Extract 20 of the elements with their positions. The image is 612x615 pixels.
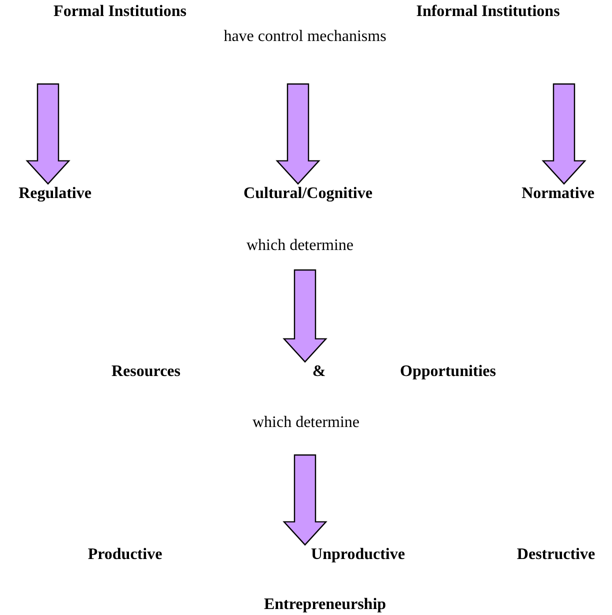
node-text: & (312, 362, 326, 382)
node-text: Regulative (18, 184, 92, 204)
node-text: Cultural/Cognitive (244, 184, 372, 204)
block-arrow (542, 83, 586, 185)
node-text: have control mechanisms (224, 28, 386, 46)
node-text: which determine (252, 414, 360, 432)
node-text: Unproductive (311, 546, 405, 564)
node-text: Formal Institutions (54, 2, 186, 22)
label-text: Opportunities (400, 362, 496, 382)
label-text: Entrepreneurship (264, 596, 386, 614)
block-arrow (276, 83, 320, 185)
node-text: which determine (246, 236, 354, 256)
label-text: Destructive (516, 546, 596, 564)
label-text: Resources (111, 362, 181, 382)
block-arrow (282, 454, 328, 546)
node-text: Informal Institutions (416, 2, 560, 22)
node-text: Normative (522, 184, 594, 204)
label-text: Productive (88, 546, 162, 564)
block-arrow (282, 269, 328, 363)
block-arrow (26, 83, 70, 185)
